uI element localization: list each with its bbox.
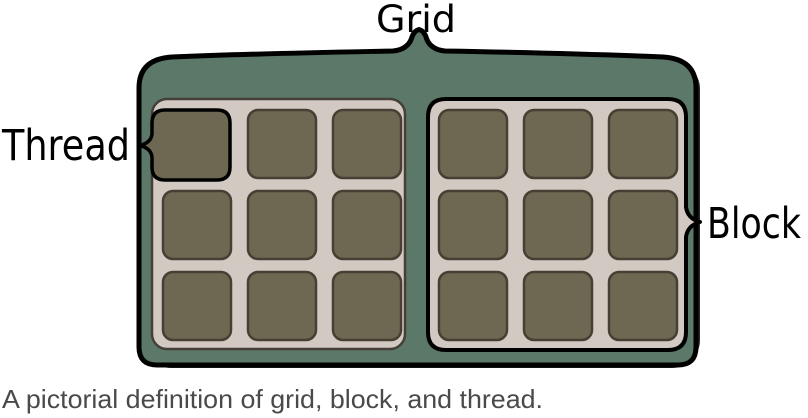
thread-cell [522, 270, 594, 342]
thread-cell [437, 189, 509, 261]
thread-cell [607, 108, 679, 180]
thread-cell [437, 108, 509, 180]
thread-cell [246, 270, 318, 342]
figure-caption: A pictorial definition of grid, block, a… [2, 384, 543, 414]
thread-cell [331, 189, 403, 261]
thread-cell [331, 270, 403, 342]
grid-label: Grid [376, 0, 456, 41]
thread-cell [522, 108, 594, 180]
thread-cells [161, 108, 679, 342]
thread-cell [331, 108, 403, 180]
thread-cell [161, 189, 233, 261]
thread-cell [522, 189, 594, 261]
thread-cell [437, 270, 509, 342]
thread-cell [607, 189, 679, 261]
thread-highlighted [137, 108, 232, 182]
thread-cell [607, 270, 679, 342]
thread-cell [246, 108, 318, 180]
thread-label: Thread [1, 121, 130, 171]
thread-cell [246, 189, 318, 261]
block-label: Block [707, 199, 801, 249]
thread-cell [161, 270, 233, 342]
